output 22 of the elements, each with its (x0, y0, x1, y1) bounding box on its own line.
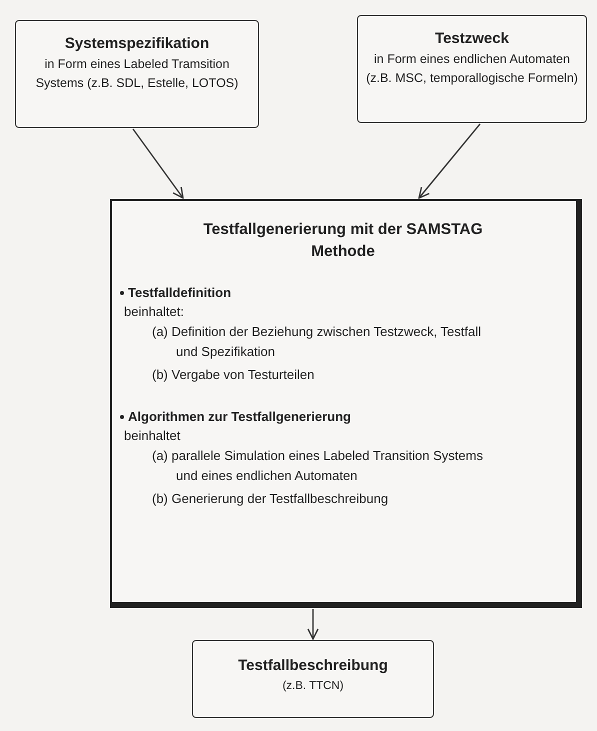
list-item: (b) Generierung der Testfallbeschreibung (152, 490, 390, 508)
input-box (15, 20, 259, 128)
body-text: (z.B. TTCN) (281, 679, 345, 694)
input-box (192, 640, 434, 718)
input-box (357, 15, 587, 123)
section-heading: Algorithmen zur Testfallgenerierung (128, 409, 351, 424)
process-box (110, 199, 582, 608)
body-text: beinhaltet (124, 428, 182, 443)
body-text: in Form eines endlichen Automaten (z.B. MSC, temporallogische Formeln) (365, 51, 579, 87)
section-heading: Testfalldefinition (128, 285, 232, 300)
list-item: (b) Vergabe von Testurteilen (152, 366, 316, 384)
arrow (307, 609, 319, 640)
arrow (132, 128, 184, 199)
body-text: in Form eines Labeled Tramsition Systems (z.B. SDL, Estelle, LOTOS) (34, 56, 240, 92)
box-title: Testzweck (434, 30, 510, 47)
list-item: (a) Definition der Beziehung zwischen Testzweck, Testfall und Spezifikation (152, 323, 482, 361)
box-title: Testfallbeschreibung (237, 657, 389, 674)
body-text: beinhaltet: (124, 304, 185, 319)
box-title: Testfallgenerierung mit der SAMSTAG Methode (202, 220, 484, 262)
list-item: (a) parallele Simulation eines Labeled Transition Systems und eines endlichen Automaten (152, 447, 484, 485)
box-title: Systemspezifikation (64, 35, 210, 52)
arrow (418, 124, 481, 199)
